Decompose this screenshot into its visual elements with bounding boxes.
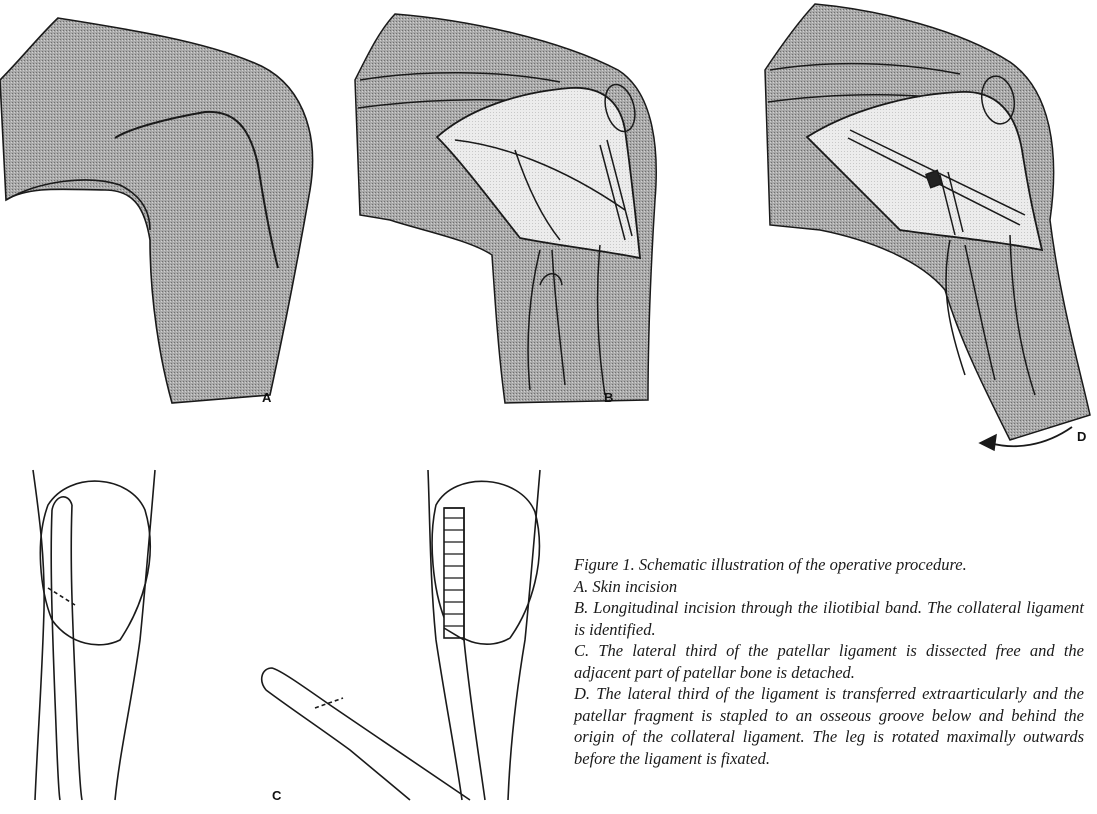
caption-item-a: A. Skin incision (574, 576, 1084, 598)
panel-c-left-leg-outline-r (115, 470, 155, 800)
panel-c-left-ligament-strip-l (51, 510, 60, 800)
panel-c-label: C (272, 788, 281, 803)
panel-c-strip-cut (315, 698, 343, 708)
panel-d-label: D (1077, 429, 1086, 444)
caption-item-d: D. The lateral third of the ligament is … (574, 683, 1084, 769)
caption-title: Figure 1. Schematic illustration of the … (574, 554, 1084, 576)
panel-c-left-strip-top (52, 497, 72, 510)
caption-item-c: C. The lateral third of the patellar lig… (574, 640, 1084, 683)
panel-c-detached-strip (262, 668, 470, 800)
panel-c-drawing (33, 470, 540, 800)
panel-d-arrow-head (980, 435, 996, 450)
panel-b-label: B (604, 390, 613, 405)
panel-c-right-hatched-area (444, 508, 464, 638)
panel-c-left-leg-outline-l (33, 470, 44, 800)
panel-a-drawing (0, 18, 313, 403)
panel-c-right-leg-gap (464, 640, 485, 800)
panel-b-drawing (355, 14, 656, 403)
caption-item-b: B. Longitudinal incision through the ili… (574, 597, 1084, 640)
panel-c-left-ligament-strip-r (71, 505, 82, 800)
panel-a-label: A (262, 390, 271, 405)
panel-c-left-patella (40, 481, 150, 645)
figure-caption: Figure 1. Schematic illustration of the … (574, 554, 1084, 769)
panel-d-drawing (765, 4, 1090, 450)
